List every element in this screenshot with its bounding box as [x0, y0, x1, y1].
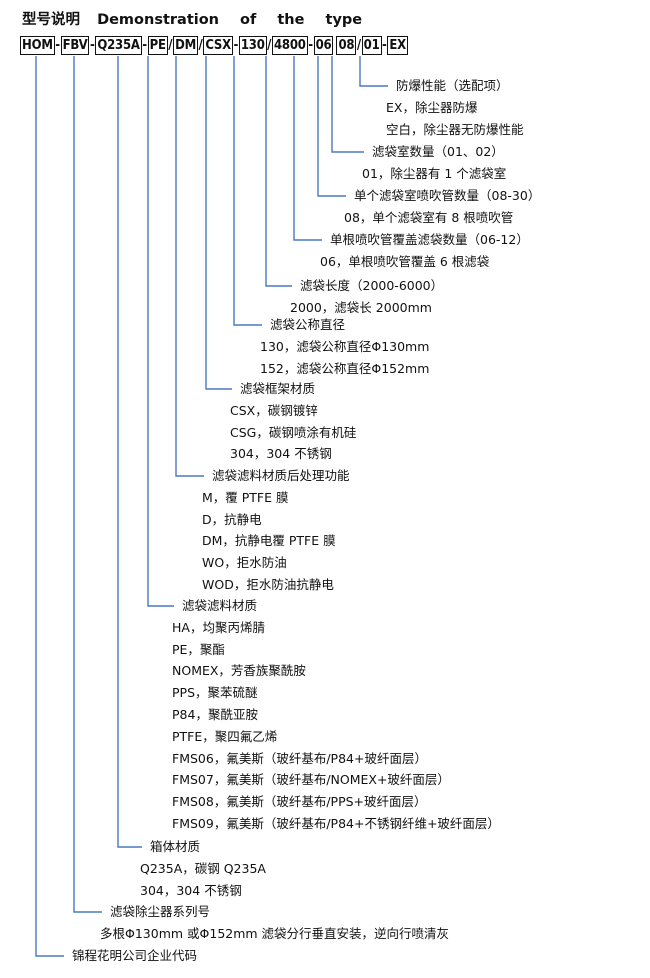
branch-option: FMS09，氟美斯（玻纤基布/P84+不锈钢纤维+玻纤面层）: [172, 816, 500, 831]
branch-option: P84，聚酰亚胺: [172, 707, 258, 722]
branch-option: HA，均聚丙烯腈: [172, 619, 265, 635]
branch-option: 304，304 不锈钢: [230, 446, 332, 462]
code-segment: DM: [173, 35, 199, 55]
connector-line: [359, 56, 388, 87]
branch-option: WO，拒水防油: [202, 555, 287, 571]
code-segment: PE: [147, 35, 168, 55]
branch-option: 130，滤袋公称直径Φ130mm: [260, 338, 430, 354]
branch-option: NOMEX，芳香族聚酰胺: [172, 663, 306, 679]
connector-line: [293, 56, 322, 241]
branch-option: FMS06，氟美斯（玻纤基布/P84+玻纤面层）: [172, 750, 427, 766]
connector-line: [205, 56, 232, 390]
branch-option: 152，滤袋公称直径Φ152mm: [260, 360, 430, 376]
title-en: Demonstration of the type: [97, 12, 363, 28]
branch-option: 多根Φ130mm 或Φ152mm 滤袋分行垂直安装，逆向行喷清灰: [100, 925, 450, 941]
code-segment: CSX: [203, 35, 233, 55]
code-segment: 130: [238, 35, 267, 55]
branch-option: CSX，碳钢镀锌: [230, 402, 318, 418]
branch-option: WOD，拒水防油抗静电: [202, 577, 334, 592]
code-segment: FBV: [60, 35, 90, 55]
code-segment: EX: [387, 35, 409, 55]
branch-option: FMS08，氟美斯（玻纤基布/PPS+玻纤面层）: [172, 794, 427, 810]
branch-heading: 滤袋框架材质: [240, 381, 316, 396]
branch-option: 08，单个滤袋室有 8 根喷吹管: [344, 209, 514, 225]
branch-heading: 防爆性能（选配项）: [396, 78, 509, 93]
branch-heading: 滤袋滤料材质后处理功能: [212, 468, 350, 483]
branch-heading: 滤袋公称直径: [270, 317, 346, 332]
code-separator: -: [55, 37, 61, 53]
connector-line: [331, 56, 364, 153]
branch-heading: 单个滤袋室喷吹管数量（08-30）: [354, 188, 541, 203]
code-separator: -: [233, 37, 239, 53]
connector-line: [147, 56, 174, 607]
connector-line: [233, 56, 262, 326]
connector-line: [317, 56, 346, 197]
code-separator: /: [356, 37, 362, 53]
branch-option: FMS07，氟美斯（玻纤基布/NOMEX+玻纤面层）: [172, 772, 450, 788]
code-separator: -: [89, 37, 95, 53]
connector-line: [73, 56, 102, 913]
code-separator: -: [142, 37, 148, 53]
code-separator: /: [198, 37, 203, 53]
branch-option: Q235A，碳钢 Q235A: [140, 860, 266, 876]
branch-option: PPS，聚苯硫醚: [172, 685, 258, 701]
branch-heading: 箱体材质: [150, 839, 201, 854]
branch-option: PTFE，聚四氟乙烯: [172, 728, 278, 744]
connector-line: [35, 56, 64, 957]
branch-heading: 锦程花明公司企业代码: [72, 948, 198, 963]
connector-line: [175, 56, 204, 477]
branch-option: PE，聚酯: [172, 641, 225, 657]
branch-heading: 单根喷吹管覆盖滤袋数量（06-12）: [330, 232, 529, 247]
code-segment: 4800: [271, 35, 308, 55]
code-segment: HOM: [20, 35, 55, 55]
code-separator: /: [168, 37, 173, 53]
code-separator: -: [382, 37, 387, 53]
code-segment: Q235A: [95, 35, 142, 55]
branch-option: EX，除尘器防爆: [386, 99, 478, 115]
branch-option: M，覆 PTFE 膜: [202, 489, 289, 505]
branch-option: 空白，除尘器无防爆性能: [386, 121, 524, 137]
branch-option: CSG，碳钢喷涂有机硅: [230, 424, 357, 440]
code-segment: 06: [313, 35, 334, 55]
code-segment: 01: [361, 35, 382, 55]
title-cn: 型号说明: [22, 12, 80, 28]
title: 型号说明 Demonstration of the type: [22, 8, 362, 29]
branch-heading: 滤袋室数量（01、02）: [372, 144, 504, 159]
branch-option: DM，抗静电覆 PTFE 膜: [202, 533, 336, 549]
branch-option: 2000，滤袋长 2000mm: [290, 299, 432, 315]
connector-line: [117, 56, 142, 848]
branch-heading: 滤袋滤料材质: [182, 598, 258, 613]
branch-heading: 滤袋除尘器系列号: [110, 904, 211, 919]
code-separator: /: [267, 37, 272, 53]
code-segment: 08: [336, 35, 357, 55]
branch-option: 304，304 不锈钢: [140, 882, 242, 898]
branch-option: D，抗静电: [202, 511, 262, 527]
connector-line: [265, 56, 292, 287]
branch-option: 01，除尘器有 1 个滤袋室: [362, 165, 507, 181]
code-separator: -: [308, 37, 314, 53]
branch-heading: 滤袋长度（2000-6000）: [300, 278, 444, 293]
branch-option: 06，单根喷吹管覆盖 6 根滤袋: [320, 253, 490, 269]
